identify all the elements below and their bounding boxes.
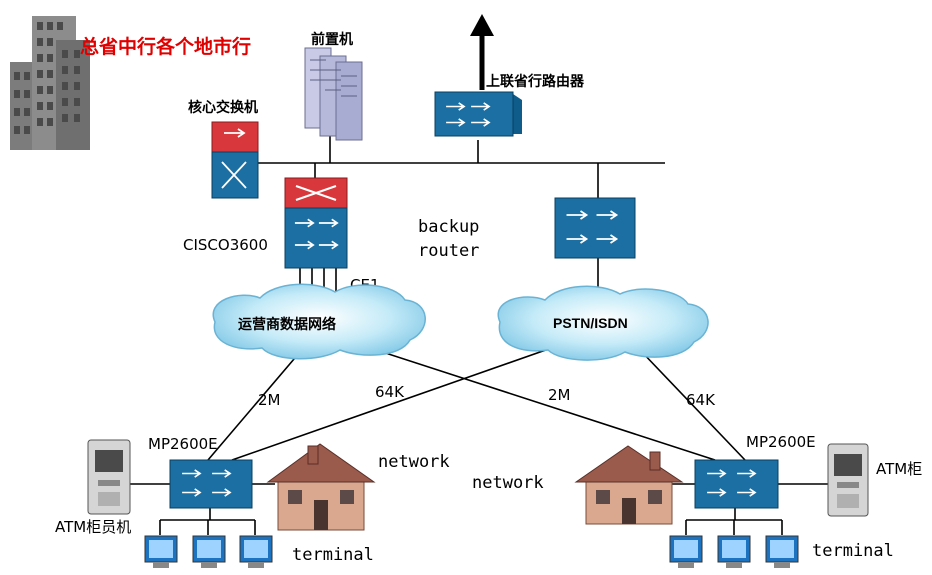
cloud-right-label: PSTN/ISDN	[553, 315, 628, 331]
house-right-icon	[574, 445, 684, 525]
headquarters-building-icon	[10, 16, 90, 150]
backup-router-label: backup router	[418, 217, 490, 261]
terminal-icon	[765, 535, 799, 568]
terminal-left-label: terminal	[292, 545, 374, 565]
upper-router-icon	[434, 91, 522, 137]
core-switch-icon	[211, 121, 259, 199]
house-left-icon	[266, 443, 376, 531]
link-2m-right-line	[369, 347, 716, 461]
connection-lines	[130, 133, 828, 535]
atm-left-label: ATM柜员机	[55, 518, 131, 536]
carrier-data-network-cloud	[212, 283, 426, 360]
terminal-right-group	[669, 535, 799, 568]
mp2600e-right-label: MP2600E	[746, 433, 816, 451]
core-switch-label: 核心交换机	[188, 99, 258, 116]
link-64k-right-label: 64K	[686, 391, 716, 409]
backup-router-icon	[554, 197, 636, 259]
cloud-left-label: 运营商数据网络	[238, 316, 336, 332]
link-64k-right-line	[639, 349, 746, 461]
link-64k-left-line	[231, 344, 561, 461]
terminal-icon	[144, 535, 178, 568]
terminal-icon	[239, 535, 273, 568]
network-right-label: network	[472, 473, 544, 493]
terminal-right-label: terminal	[812, 541, 894, 561]
atm-right-icon	[827, 443, 869, 517]
cisco3600-label: CISCO3600	[183, 236, 268, 254]
network-left-label: network	[378, 452, 450, 472]
terminal-icon	[717, 535, 751, 568]
link-2m-left-line	[207, 351, 301, 461]
server-icon	[304, 47, 363, 141]
terminal-icon	[192, 535, 226, 568]
terminal-icon	[669, 535, 703, 568]
mp2600e-left-router-icon	[169, 459, 253, 509]
mp2600e-right-router-icon	[694, 459, 779, 509]
link-64k-left-label: 64K	[375, 383, 405, 401]
link-2m-right-label: 2M	[548, 386, 571, 404]
atm-left-icon	[87, 439, 131, 515]
server-label: 前置机	[311, 31, 353, 48]
uplink-arrow-icon	[470, 14, 494, 90]
link-2m-left-label: 2M	[258, 391, 281, 409]
hq-title: 总省中行各个地市行	[80, 35, 251, 58]
mp2600e-left-label: MP2600E	[148, 435, 218, 453]
pstn-isdn-cloud	[497, 285, 709, 361]
atm-right-label: ATM柜	[876, 460, 922, 478]
cisco3600-router-icon	[284, 177, 348, 269]
backup-router-label-line2: router	[418, 241, 479, 261]
terminal-left-group	[144, 535, 273, 568]
backup-router-label-line1: backup	[418, 217, 479, 237]
upper-router-label: 上联省行路由器	[486, 73, 585, 90]
